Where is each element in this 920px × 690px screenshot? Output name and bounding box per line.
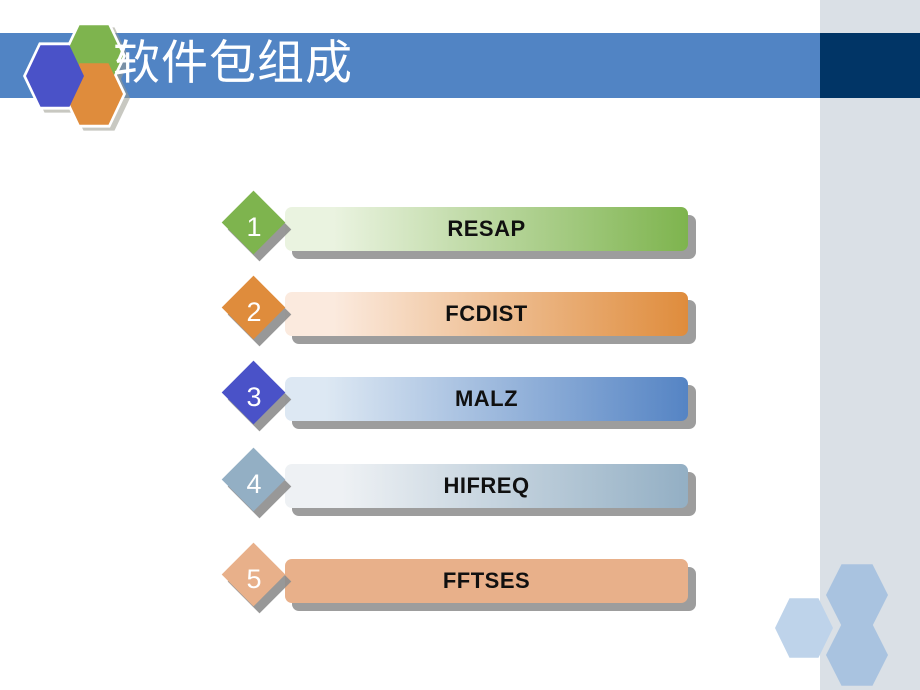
page-title: 软件包组成 — [113, 38, 353, 90]
item-number: 5 — [246, 564, 262, 594]
item-number: 1 — [246, 212, 262, 242]
item-label: MALZ — [454, 386, 519, 411]
item-bar — [285, 559, 688, 603]
item-label: RESAP — [447, 216, 526, 241]
list-item[interactable]: 3 MALZ — [0, 360, 820, 454]
list-item[interactable]: 5 FFTSES — [0, 542, 820, 636]
item-label: HIFREQ — [443, 473, 530, 498]
list-item[interactable]: 2 FCDIST — [0, 275, 820, 369]
item-number: 3 — [246, 382, 262, 412]
item-bar — [285, 207, 688, 251]
three-hexagon-logo — [8, 16, 130, 131]
list-item[interactable]: 1 RESAP — [0, 190, 820, 284]
item-bar — [285, 464, 688, 508]
item-number: 2 — [246, 297, 262, 327]
deco-hex-left — [775, 598, 833, 658]
item-bar — [285, 377, 688, 421]
list-item[interactable]: 4 HIFREQ — [0, 447, 820, 541]
item-label: FCDIST — [445, 301, 528, 326]
item-label: FFTSES — [442, 568, 531, 593]
header-band — [0, 33, 820, 98]
item-bar — [285, 292, 688, 336]
header-band-accent — [820, 33, 920, 98]
item-number: 4 — [246, 469, 262, 499]
